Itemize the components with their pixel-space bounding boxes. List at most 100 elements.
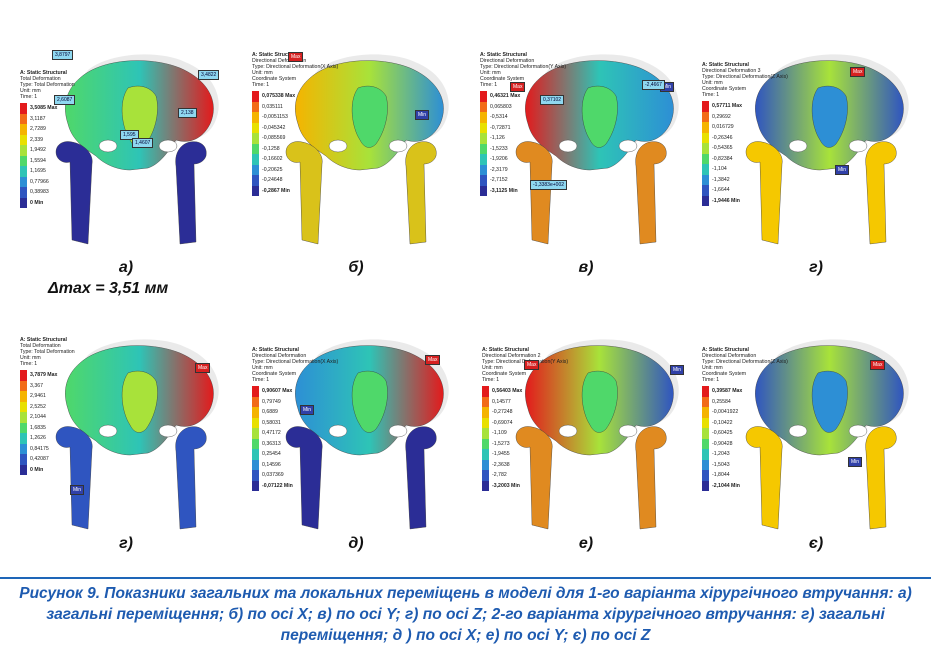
scale-value: 3,5085 Max (30, 105, 58, 112)
scale-swatch (20, 422, 27, 433)
max-marker: Max (288, 52, 304, 62)
scale-value: -1,6644 (712, 187, 730, 194)
scale-row: 3,367 (20, 380, 75, 391)
scale-row: -0,54365 (702, 143, 788, 154)
obturator-foramen (558, 424, 578, 438)
scale-swatch (252, 154, 259, 165)
scale-row: -0,16602 (252, 154, 338, 165)
scale-value: -1,5273 (492, 440, 510, 447)
scale-row: -0,82384 (702, 153, 788, 164)
scale-value: 0,035111 (262, 103, 283, 110)
left-femur (515, 426, 553, 530)
scale-value: 2,339 (30, 136, 43, 143)
legend-line: Unit: mm (20, 88, 41, 94)
scale-row: 0,035111 (252, 101, 338, 112)
scale-swatch (482, 407, 489, 418)
scale-swatch (480, 122, 487, 133)
legend-line: Time: 1 (702, 377, 720, 383)
scale-value: -0,0041922 (712, 409, 739, 416)
scale-row: 0,42087 (20, 454, 75, 465)
sacrum (811, 370, 848, 433)
scale-value: -1,5043 (712, 461, 730, 468)
scale-row: -2,1044 Min (702, 480, 788, 491)
scale-row: -1,9455 (482, 449, 568, 460)
scale-swatch (702, 470, 709, 481)
scale-swatch (252, 143, 259, 154)
scale-row: -1,9206 (480, 154, 566, 165)
legend-title: A: Static Structural (482, 347, 529, 353)
scale-row: 1,6835 (20, 422, 75, 433)
scale-value: -3,1125 Min (490, 187, 518, 194)
scale-value: -0,20625 (262, 166, 283, 173)
scale-swatch (252, 133, 259, 144)
left-femur (55, 426, 93, 530)
legend-line: Unit: mm (702, 365, 723, 371)
sacrum (351, 370, 388, 433)
scale-value: 1,1695 (30, 168, 46, 175)
scale-row: 0,56403 Max (482, 386, 568, 397)
legend-line: Directional Deformation 3 (702, 68, 761, 74)
scale-row: -1,8044 (702, 470, 788, 481)
scale-swatch (480, 112, 487, 123)
legend-line: Time: 1 (480, 82, 498, 88)
scale-swatch (20, 370, 27, 381)
scale-value: 2,9461 (30, 393, 46, 400)
scale-value: -1,3842 (712, 176, 730, 183)
panel-label: б) (348, 259, 364, 276)
max-marker: Max (524, 360, 540, 370)
scale-value: -0,82384 (712, 155, 733, 162)
scale-row: 0 Min (20, 464, 75, 475)
scale-value: 0,065803 (490, 103, 512, 110)
scale-swatch (480, 133, 487, 144)
scale-value: -2,782 (492, 472, 507, 479)
legend-line: Unit: mm (482, 365, 503, 371)
scale-swatch (702, 122, 709, 133)
legend-line: Time: 1 (20, 94, 38, 100)
max-marker: Max (195, 363, 211, 373)
scale-row: 2,7289 (20, 124, 75, 135)
legend-line: Time: 1 (482, 377, 500, 383)
obturator-foramen (788, 139, 808, 153)
scale-value: -0,0051153 (262, 114, 288, 121)
obturator-foramen (158, 424, 178, 438)
pelvis-model (515, 54, 679, 245)
scale-swatch (252, 396, 259, 407)
scale-swatch (702, 407, 709, 418)
scale-swatch (702, 396, 709, 407)
panel-label: г) (119, 535, 133, 552)
scale-value: -0,045342 (262, 124, 286, 131)
scale-value: 3,1187 (30, 115, 46, 122)
scale-value: -0,2867 Min (262, 187, 290, 194)
scale-swatch (20, 197, 27, 208)
panel-label: г) (809, 259, 823, 276)
legend-line: Directional Deformation (252, 353, 307, 359)
caption-divider (0, 577, 931, 579)
scale-swatch (252, 459, 259, 470)
scale-value: -1,126 (490, 135, 505, 142)
scale-row: -1,109 (482, 428, 568, 439)
scale-row: 0,6889 (252, 407, 338, 418)
scale-value: -1,5233 (490, 145, 508, 152)
obturator-foramen (388, 139, 408, 153)
scale-value: 0,58031 (262, 419, 281, 426)
scale-row: -0,60425 (702, 428, 788, 439)
scale-value: 0,14596 (262, 461, 281, 468)
scale-row: 0,79749 (252, 396, 338, 407)
scale-swatch (480, 91, 487, 102)
scale-value: 0 Min (30, 466, 44, 473)
scale-swatch (252, 164, 259, 175)
scale-row: 0,14596 (252, 459, 338, 470)
legend-title: A: Static Structural (252, 347, 299, 353)
left-femur (745, 426, 783, 530)
scale-swatch (252, 480, 259, 491)
sacrum (811, 85, 848, 148)
scale-row: 0,29692 (702, 111, 788, 122)
min-marker: Min (415, 110, 430, 120)
probe-marker: -1,3383e+002 (530, 180, 568, 190)
